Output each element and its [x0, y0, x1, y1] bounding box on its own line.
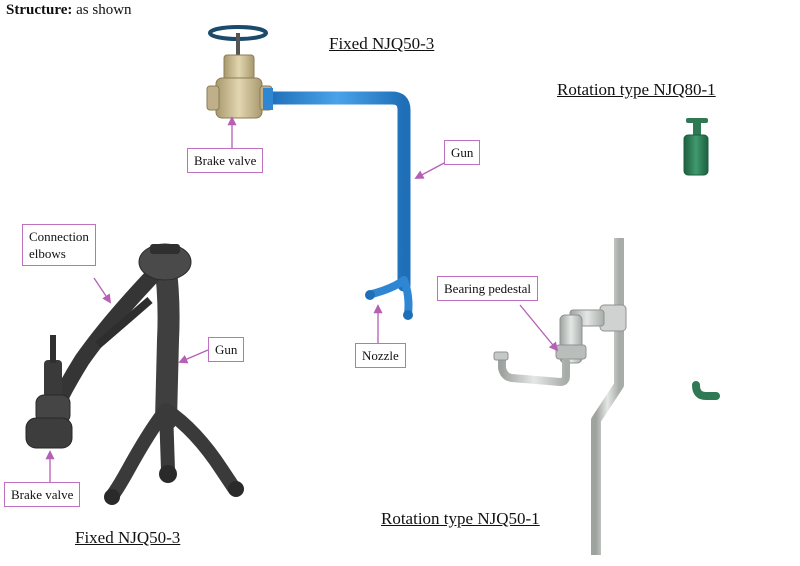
structure-label: Structure:	[6, 2, 73, 18]
callout-gun-left: Gun	[208, 337, 245, 362]
arrow-gun-top	[414, 161, 447, 179]
structure-text: as shown	[76, 2, 132, 18]
arrow-bearing-pedestal	[519, 304, 559, 352]
fixed-njq50-3-top-illustration	[206, 25, 413, 320]
rotation-njq80-1-illustration	[683, 118, 720, 400]
title-rotation-njq80-1: Rotation type NJQ80-1	[557, 80, 716, 99]
callout-arrows	[45, 116, 559, 482]
title-fixed-njq50-3-bottom: Fixed NJQ50-3	[75, 528, 181, 547]
arrow-gun-left	[178, 349, 209, 364]
structure-heading: Structure: as shown	[6, 2, 132, 19]
rotation-njq50-1-illustration	[493, 238, 627, 555]
fixed-njq50-3-bottom-illustration	[25, 243, 244, 505]
brake-valve-body	[215, 77, 263, 119]
callout-nozzle: Nozzle	[355, 343, 406, 368]
callout-connection-elbows-line2: elbows	[29, 246, 66, 261]
callout-brake-valve-top: Brake valve	[187, 148, 264, 173]
title-rotation-njq50-1: Rotation type NJQ50-1	[381, 509, 540, 528]
callout-gun-top: Gun	[444, 140, 481, 165]
blue-gun-pipe	[263, 91, 411, 292]
callout-connection-elbows-line1: Connection	[29, 229, 89, 244]
title-fixed-njq50-3-top: Fixed NJQ50-3	[329, 34, 435, 53]
arrow-connection-elbows	[93, 277, 112, 304]
callout-bearing-pedestal: Bearing pedestal	[437, 276, 538, 301]
callout-brake-valve-left: Brake valve	[4, 482, 81, 507]
callout-connection-elbows: Connection elbows	[22, 224, 96, 266]
